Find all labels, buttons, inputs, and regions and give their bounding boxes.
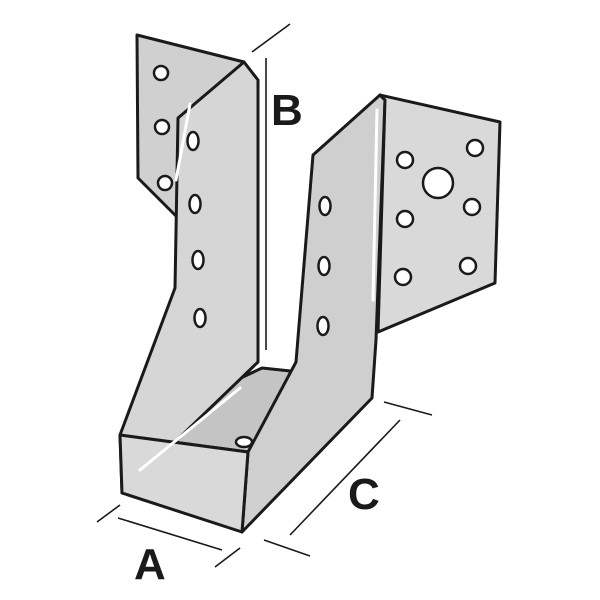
dimension-label-b: B [271, 86, 303, 135]
hole [318, 195, 332, 217]
dim-b-tick [251, 23, 291, 53]
hole [153, 118, 171, 136]
front-face [118, 433, 250, 534]
dim-a-line [117, 517, 223, 551]
hole [186, 130, 200, 152]
joist-hanger [118, 33, 502, 534]
large-hole [421, 166, 455, 200]
hole [317, 255, 331, 277]
hole [395, 150, 415, 170]
hole [156, 174, 174, 192]
hole [188, 193, 202, 215]
dim-c-line [289, 419, 401, 536]
seat-hole [234, 435, 254, 449]
dim-a-tick [214, 547, 241, 568]
left-flange-holes [152, 64, 174, 192]
hole [316, 315, 330, 337]
hole [191, 249, 205, 271]
right-side-wall [240, 93, 387, 534]
hole [465, 138, 485, 158]
dimension-label-c: C [348, 470, 380, 519]
dimension-label-a: A [134, 540, 166, 589]
hole [458, 256, 478, 276]
dimension-lines [96, 23, 433, 568]
right-wall-holes [316, 195, 332, 337]
right-flange [376, 93, 502, 334]
hole [193, 307, 207, 329]
dim-a-tick [96, 504, 121, 523]
right-flange-holes [393, 138, 485, 287]
hole [152, 64, 170, 82]
hole [393, 267, 413, 287]
dim-c-tick [263, 539, 311, 557]
hole [462, 197, 482, 217]
left-wall-holes [186, 130, 207, 329]
dim-c-tick [383, 401, 433, 416]
hole [395, 209, 415, 229]
bend-highlights [138, 74, 379, 472]
